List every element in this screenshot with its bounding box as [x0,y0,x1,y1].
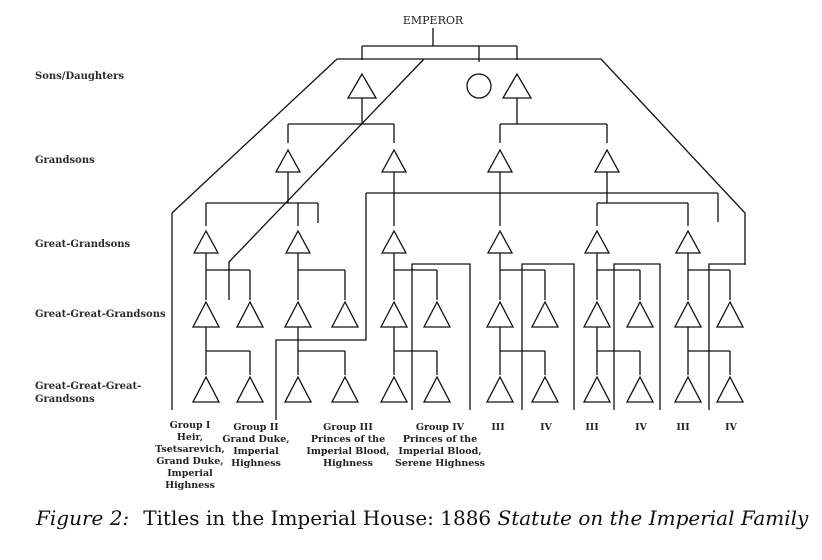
svg-text:Heir,: Heir, [177,432,203,443]
gg-grandson-triangle-1 [191,300,221,328]
gg-grandson-triangle-8 [530,300,560,328]
svg-text:Group IV: Group IV [416,422,465,433]
ggg-grandson-triangle-9 [582,375,612,403]
svg-text:Highness: Highness [165,480,215,491]
gg-grandson-triangle-5 [379,300,409,328]
svg-text:Serene Highness: Serene Highness [395,458,485,469]
gg-grandson-triangle-10 [625,300,655,328]
ggg-grandson-triangle-5 [379,375,409,403]
caption-text: Titles in the Imperial House: 1886 [143,506,498,530]
son-triangle-1 [346,72,378,99]
numeral-label-4: IV [635,422,647,433]
grandson-triangle-2 [380,148,408,173]
level-label-sons-daughters: Sons/Daughters [35,71,124,82]
numeral-label-3: III [585,422,599,433]
grandson-triangle-3 [486,148,514,173]
great-grandson-triangle-4 [486,229,514,254]
level-label-grandsons: Grandsons [35,155,95,166]
numeral-label-1: III [491,422,505,433]
ggg-grandson-triangle-1 [191,375,221,403]
numeral-label-6: IV [725,422,737,433]
gg-grandson-triangle-3 [283,300,313,328]
gg-grandson-triangle-7 [485,300,515,328]
svg-text:Group II: Group II [233,422,279,433]
bracket-iii-iv-1 [521,263,575,410]
great-grandson-triangle-2 [284,229,312,254]
ggg-grandson-triangle-8 [530,375,560,403]
outer-frame [171,58,746,265]
svg-text:Imperial: Imperial [167,468,213,479]
daughter-circle [466,73,492,99]
svg-text:Grand Duke,: Grand Duke, [156,456,223,467]
svg-text:Highness: Highness [323,458,373,469]
svg-text:Grand Duke,: Grand Duke, [222,434,289,445]
group-ii-label: Group II Grand Duke, Imperial Highness [222,422,289,469]
great-grandson-triangle-1 [192,229,220,254]
svg-text:Princes of the: Princes of the [311,434,385,445]
gg-grandson-triangle-11 [673,300,703,328]
svg-text:Imperial: Imperial [233,446,279,457]
ggg-grandson-triangle-2 [235,375,265,403]
svg-text:Princes of the: Princes of the [403,434,477,445]
ggg-grandson-triangle-10 [625,375,655,403]
bracket-iii-iv-2 [613,263,661,410]
caption-title: Statute on the Imperial Family [497,506,809,530]
imperial-house-title-tree: EMPEROR Sons/Daughters Grandsons Great-G… [35,14,746,491]
gg-grandson-triangle-9 [582,300,612,328]
gg-grandson-triangle-4 [330,300,360,328]
gg-grandson-triangle-2 [235,300,265,328]
figure-caption: Figure 2: Titles in the Imperial House: 1… [36,506,808,530]
svg-text:Group I: Group I [170,420,211,431]
group-i-label: Group I Heir, Tsetsarevich, Grand Duke, … [155,420,225,491]
level-label-ggg-grandsons-line2: Grandsons [35,394,95,405]
great-grandson-triangle-5 [583,229,611,254]
emperor-label: EMPEROR [403,14,464,27]
diagonal-line-group-ii [228,58,425,300]
level-label-ggg-grandsons-line1: Great-Great-Great- [35,381,141,392]
gg-grandson-triangle-6 [422,300,452,328]
grandson-triangle-4 [593,148,621,173]
group-iii-line [275,193,367,420]
son-triangle-2 [501,72,533,99]
ggg-grandson-triangle-11 [673,375,703,403]
great-grandson-triangle-3 [380,229,408,254]
svg-text:Group III: Group III [323,422,373,433]
ggg-grandson-triangle-7 [485,375,515,403]
level-label-great-grandsons: Great-Grandsons [35,239,131,250]
svg-text:Highness: Highness [231,458,281,469]
ggg-grandson-triangle-6 [422,375,452,403]
great-grandson-triangle-6 [674,229,702,254]
level-label-great-great-grandsons: Great-Great-Grandsons [35,309,166,320]
ggg-grandson-triangle-3 [283,375,313,403]
group-iv-label: Group IV Princes of the Imperial Blood, … [395,422,485,469]
svg-text:Imperial Blood,: Imperial Blood, [306,446,389,457]
group-iv-bracket [411,263,471,410]
caption-label: Figure 2: [36,506,130,530]
grandson-triangle-1 [274,148,302,173]
ggg-grandson-triangle-12 [715,375,745,403]
group-iii-label: Group III Princes of the Imperial Blood,… [306,422,389,469]
numeral-label-5: III [676,422,690,433]
svg-text:Imperial Blood,: Imperial Blood, [398,446,481,457]
gg-grandson-triangle-12 [715,300,745,328]
bracket-iii-iv-3 [708,263,745,410]
numeral-label-2: IV [540,422,552,433]
svg-text:Tsetsarevich,: Tsetsarevich, [155,444,225,455]
ggg-grandson-triangle-4 [330,375,360,403]
